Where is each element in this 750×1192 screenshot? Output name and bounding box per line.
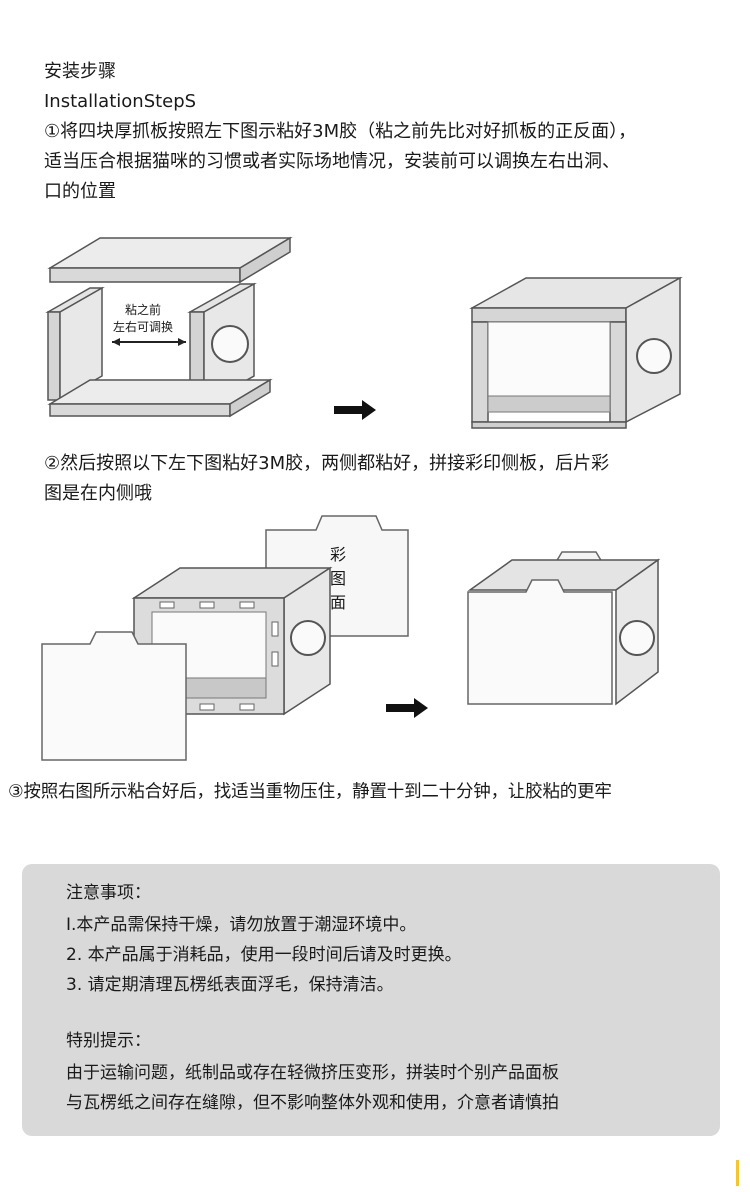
step1-arrow-icon	[334, 400, 376, 420]
step2-assembled-diagram	[467, 551, 661, 706]
notice-item-2: 2. 本产品属于消耗品，使用一段时间后请及时更换。	[66, 945, 462, 965]
special-title: 特别提示：	[66, 1031, 151, 1051]
notice-box: 注意事项： I.本产品需保持干燥，请勿放置于潮湿环境中。 2. 本产品属于消耗品…	[22, 864, 720, 1136]
step2-line2: 图是在内侧哦	[44, 483, 152, 504]
panel-label-2: 图	[330, 569, 347, 588]
diagram1-label-2: 左右可调换	[113, 320, 174, 334]
panel-label-3: 面	[330, 593, 347, 612]
step1-line3: 口的位置	[44, 181, 116, 202]
special-line-2: 与瓦楞纸之间存在缝隙，但不影响整体外观和使用，介意者请慎拍	[66, 1093, 559, 1113]
step2-parts-diagram	[41, 515, 409, 761]
diagram1-label-1: 粘之前	[125, 303, 162, 317]
step1-line2: 适当压合根据猫咪的习惯或者实际场地情况，安装前可以调换左右出洞、	[44, 151, 620, 172]
step1-assembled-diagram	[469, 276, 683, 429]
title-cn: 安装步骤	[44, 61, 116, 82]
notice-item-1: I.本产品需保持干燥，请勿放置于潮湿环境中。	[66, 915, 417, 935]
step2-line1: ②然后按照以下左下图粘好3M胶，两侧都粘好，拼接彩印侧板，后片彩	[44, 453, 610, 474]
accent-bar	[736, 1160, 739, 1186]
step1-line1: ①将四块厚抓板按照左下图示粘好3M胶（粘之前先比对好抓板的正反面），	[44, 121, 637, 142]
step3-line1: ③按照右图所示粘合好后，找适当重物压住，静置十到二十分钟，让胶粘的更牢	[8, 782, 612, 802]
panel-label-1: 彩	[330, 545, 347, 564]
notice-item-3: 3. 请定期清理瓦楞纸表面浮毛，保持清洁。	[66, 975, 394, 995]
step2-arrow-icon	[386, 698, 428, 718]
special-line-1: 由于运输问题，纸制品或存在轻微挤压变形，拼装时个别产品面板	[66, 1063, 559, 1083]
title-en: InstallationStepS	[44, 91, 197, 112]
step1-parts-diagram	[45, 236, 293, 418]
notice-title: 注意事项：	[66, 883, 151, 903]
